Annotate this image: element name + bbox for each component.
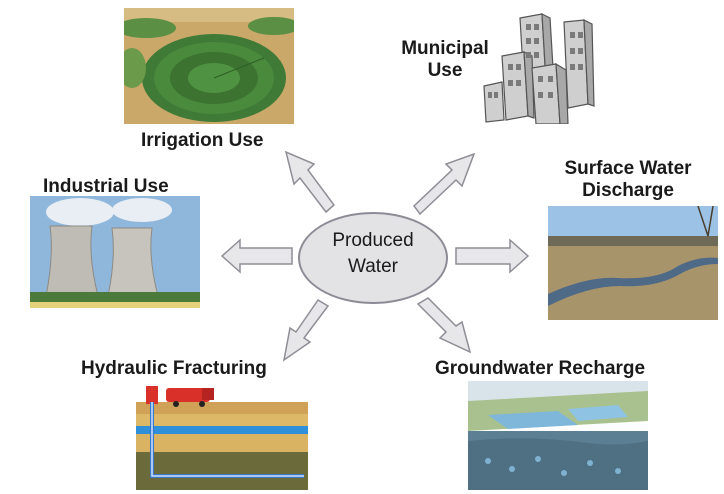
municipal-label: Municipal Use bbox=[396, 38, 494, 82]
arrow-to-industrial-icon bbox=[220, 238, 293, 274]
municipal-label-line2: Use bbox=[427, 60, 463, 81]
municipal-label-line1: Municipal bbox=[401, 38, 489, 59]
surface-water-label-line1: Surface Water bbox=[564, 158, 692, 179]
industrial-label: Industrial Use bbox=[43, 176, 169, 197]
surface-water-label: Surface Water Discharge bbox=[558, 158, 698, 202]
surface-water-photo bbox=[548, 206, 718, 320]
arrow-to-irrigation-icon bbox=[284, 150, 336, 214]
cooling-towers-photo bbox=[30, 196, 200, 308]
produced-water-line1: Produced bbox=[332, 230, 414, 251]
produced-water-label: Produced Water bbox=[298, 228, 448, 280]
irrigation-label: Irrigation Use bbox=[141, 130, 264, 151]
hydraulic-fracturing-label: Hydraulic Fracturing bbox=[81, 358, 267, 379]
arrow-to-surface-water-icon bbox=[455, 238, 530, 274]
surface-water-label-line2: Discharge bbox=[582, 180, 674, 201]
arrow-to-groundwater-icon bbox=[416, 297, 472, 354]
groundwater-recharge-diagram bbox=[468, 381, 648, 490]
produced-water-line2: Water bbox=[348, 256, 398, 277]
irrigation-photo bbox=[124, 8, 294, 124]
produced-water-ellipse bbox=[298, 212, 448, 304]
arrow-to-municipal-icon bbox=[412, 152, 476, 216]
hydraulic-fracturing-diagram bbox=[136, 382, 308, 490]
arrow-to-fracturing-icon bbox=[282, 298, 330, 362]
groundwater-recharge-label: Groundwater Recharge bbox=[435, 358, 646, 379]
municipal-buildings-image bbox=[480, 12, 596, 124]
